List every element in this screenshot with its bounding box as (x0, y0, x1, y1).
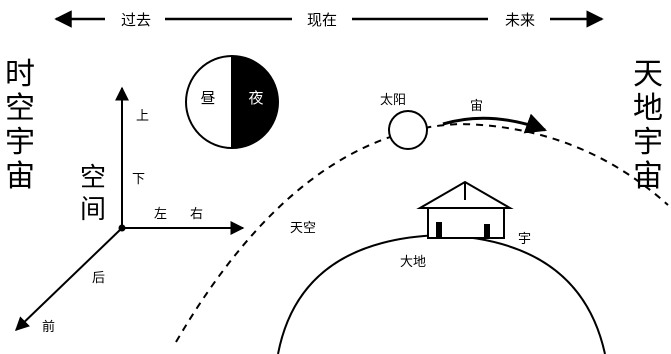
left-title-char-2: 空 (5, 91, 35, 126)
axis-front-label: 前 (42, 319, 55, 335)
house-label: 宇 (518, 232, 531, 247)
earth-label: 大地 (400, 255, 426, 270)
axis-up-label: 上 (136, 109, 149, 124)
timeline-present-label: 现在 (307, 11, 337, 29)
day-night-circle: 昼 夜 (185, 55, 279, 149)
axis-origin (118, 224, 126, 232)
motion-arrow (442, 113, 547, 134)
space-axes: 上 下 左 右 后 前 空 间 (14, 86, 245, 335)
right-title-char-4: 宙 (633, 159, 663, 194)
earth-arc (277, 233, 606, 354)
night-half (232, 56, 278, 148)
timeline: 过去 现在 未来 (54, 10, 604, 29)
night-label: 夜 (248, 89, 263, 107)
space-label-1: 空 (80, 163, 106, 193)
axis-down-label: 下 (132, 172, 145, 187)
left-title-char-3: 宇 (5, 125, 35, 160)
space-label-2: 间 (80, 195, 106, 225)
axis-right-label: 右 (190, 207, 203, 222)
motion-label: 宙 (470, 99, 483, 114)
axis-front (14, 227, 123, 331)
day-label: 昼 (200, 89, 215, 107)
sun-circle (388, 110, 428, 150)
right-title-char-3: 宇 (633, 125, 663, 160)
right-title-char-1: 天 (633, 57, 663, 92)
house-icon (416, 180, 514, 239)
axis-back-label: 后 (92, 271, 105, 286)
timeline-future-label: 未来 (505, 11, 535, 29)
left-title-char-1: 时 (5, 57, 35, 92)
sky-arc (175, 122, 669, 343)
sky-label: 天空 (290, 221, 316, 236)
axis-left-label: 左 (154, 207, 167, 222)
right-title-char-2: 地 (633, 91, 663, 126)
right-title: 天 地 宇 宙 (632, 60, 664, 196)
left-title-char-4: 宙 (5, 159, 35, 194)
timeline-past-label: 过去 (121, 11, 151, 29)
left-title: 时 空 宇 宙 (4, 60, 36, 196)
sun-label: 太阳 (380, 93, 406, 108)
